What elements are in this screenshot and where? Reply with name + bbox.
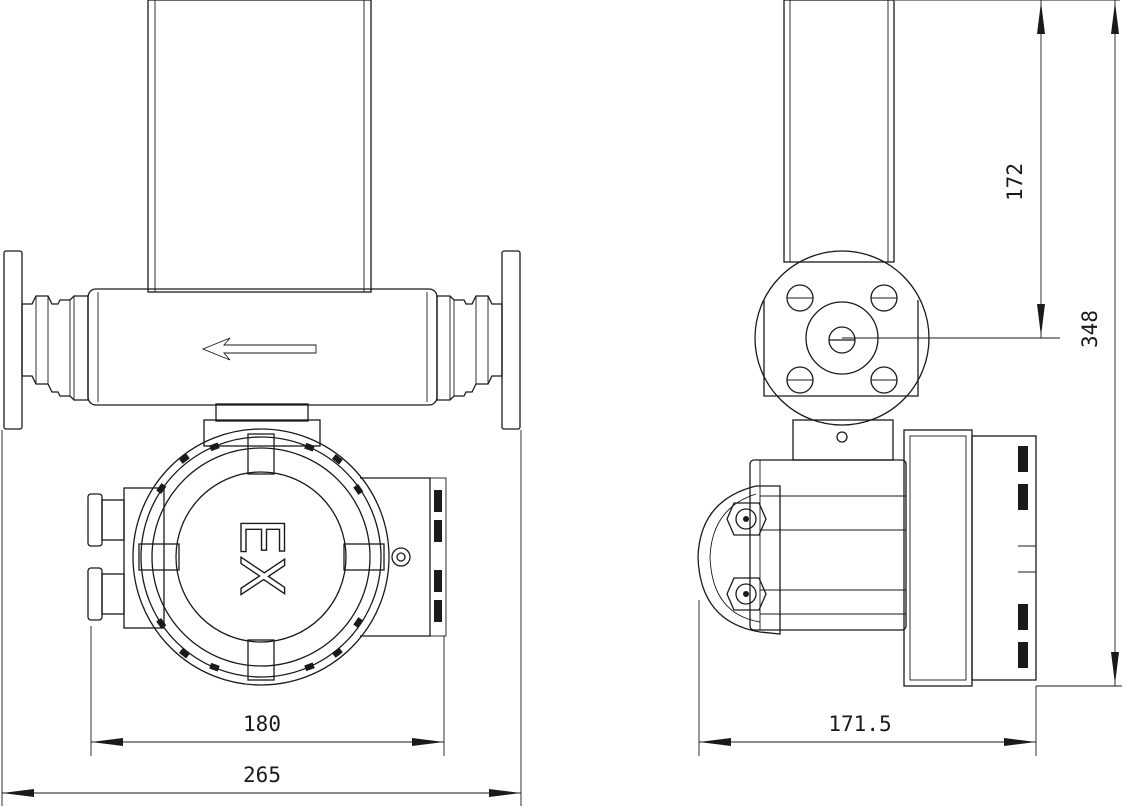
side-front-cover bbox=[903, 429, 1037, 687]
side-transmitter-body bbox=[749, 459, 907, 631]
explosion-proof-housing: EX bbox=[132, 428, 411, 686]
left-flange bbox=[3, 250, 89, 430]
side-gland-lower-icon bbox=[726, 577, 767, 611]
cable-gland-lower bbox=[87, 567, 125, 621]
right-flange bbox=[436, 250, 521, 430]
junction-box-left bbox=[123, 487, 165, 629]
dimension-348: 348 bbox=[1078, 310, 1102, 348]
side-neck bbox=[792, 419, 894, 461]
lock-screw-icon bbox=[391, 547, 411, 567]
transmitter-neck bbox=[203, 403, 321, 447]
junction-box-right bbox=[360, 477, 447, 637]
dimension-265: 265 bbox=[243, 763, 281, 787]
front-view: EX 180 265 bbox=[1, 0, 522, 806]
dimension-171-5: 171.5 bbox=[828, 712, 891, 736]
ex-marking: EX bbox=[226, 517, 296, 596]
side-gland-upper-icon bbox=[726, 502, 767, 536]
housing-thread-marks bbox=[156, 442, 364, 672]
flow-direction-arrow-icon bbox=[201, 337, 317, 361]
front-dimension-lines bbox=[1, 430, 522, 806]
dimension-180: 180 bbox=[243, 712, 281, 736]
side-view: 172 348 171.5 bbox=[697, 0, 1122, 756]
side-dimension-lines bbox=[698, 0, 1122, 756]
sensor-body bbox=[87, 288, 438, 406]
dimension-172: 172 bbox=[1003, 163, 1027, 201]
cable-gland-upper bbox=[87, 493, 125, 547]
side-tube-housing bbox=[783, 0, 895, 263]
side-dome-cover bbox=[697, 485, 781, 635]
front-tube-housing bbox=[147, 0, 372, 293]
